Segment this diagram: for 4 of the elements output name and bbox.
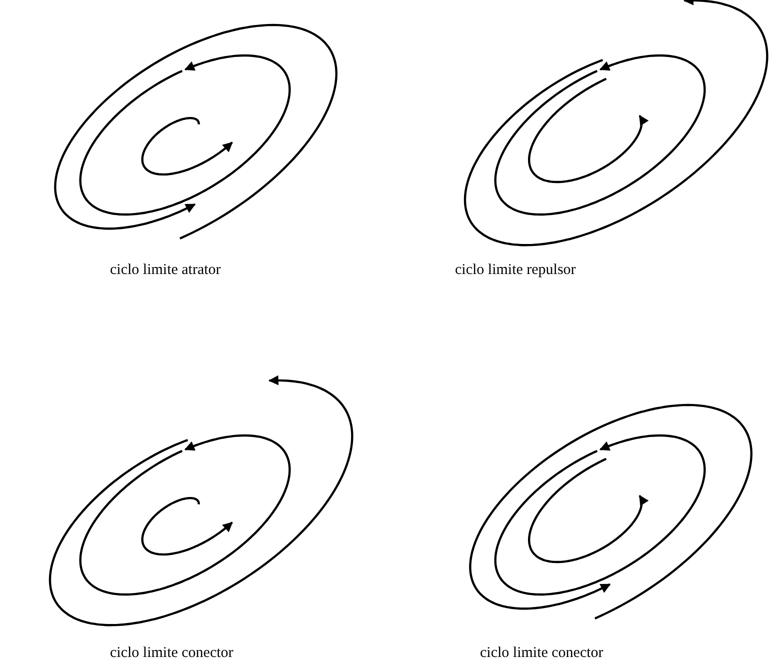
caption: ciclo limite atrator: [110, 262, 221, 279]
caption: ciclo limite repulsor: [455, 262, 576, 279]
caption: ciclo limite conector: [480, 645, 604, 662]
caption: ciclo limite conector: [110, 645, 234, 662]
